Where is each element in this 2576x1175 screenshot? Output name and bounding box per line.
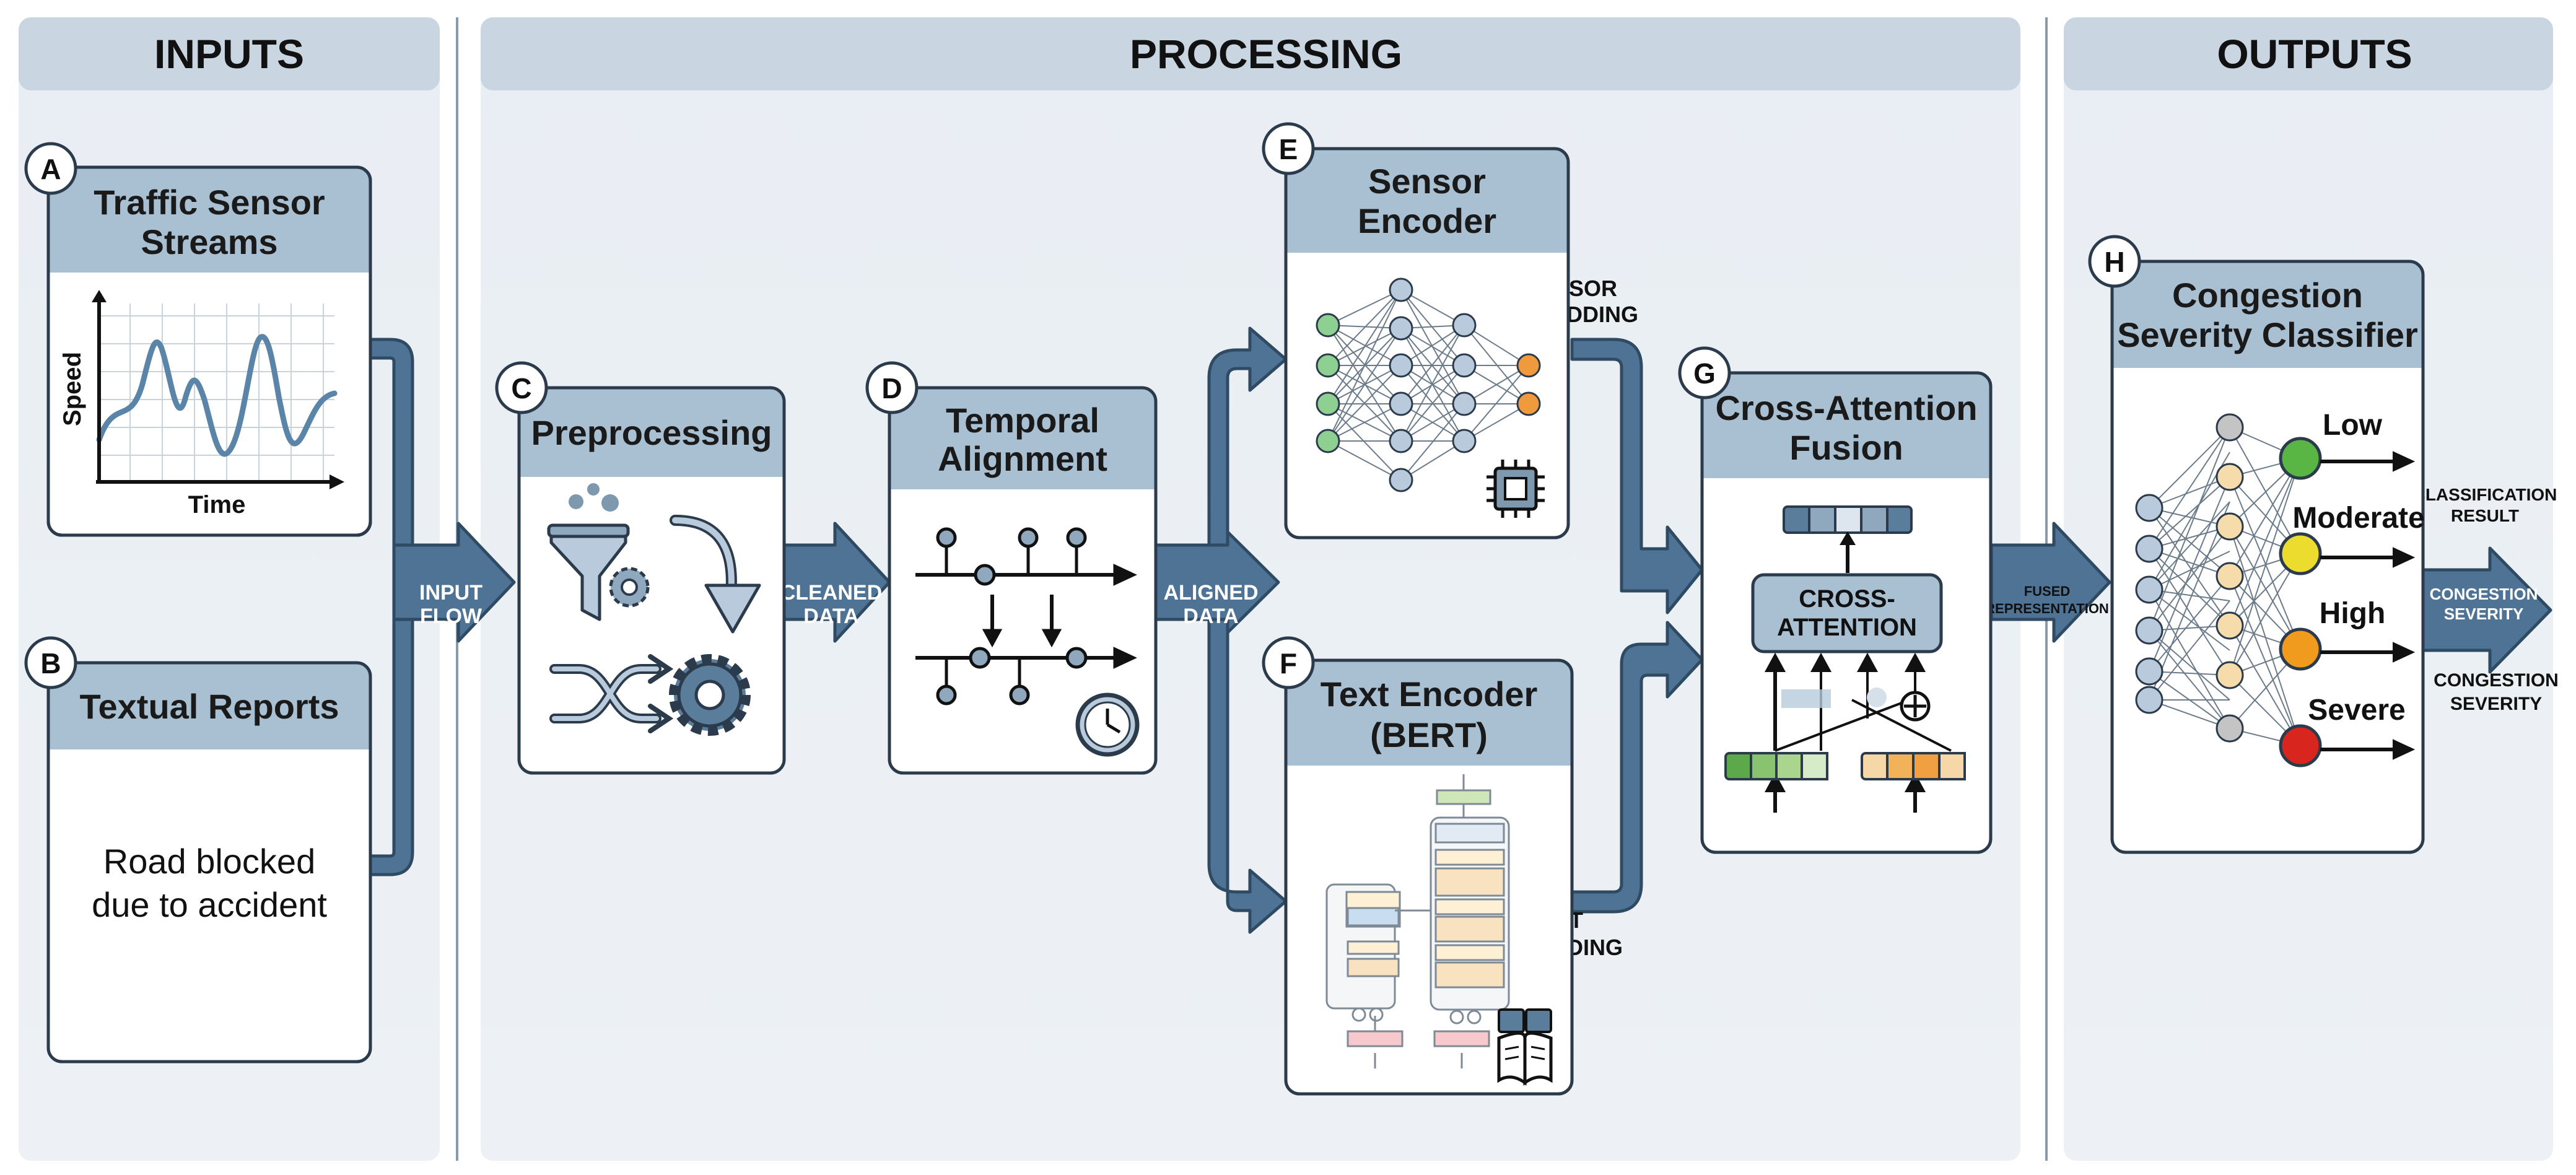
- report-text: due to accident: [92, 885, 327, 924]
- block-f-text-encoder: Text Encoder (BERT): [1262, 636, 1574, 1096]
- cross-attention-module: [1751, 573, 1943, 653]
- large-gear-icon: [669, 654, 751, 736]
- gear-icon: [609, 567, 650, 608]
- congestion-severity-arrow: [2420, 546, 2552, 674]
- translate-book-icon: [1497, 1008, 1553, 1086]
- block-c-title: Preprocessing: [531, 413, 772, 452]
- block-g-letter: G: [1693, 357, 1716, 390]
- fused-representation-label: REPRESENTATION: [1985, 601, 2109, 616]
- y-axis-label: Speed: [59, 352, 86, 426]
- block-e-letter: E: [1279, 133, 1298, 165]
- sensor-neural-net-icon: [1316, 277, 1541, 492]
- block-d-title: Alignment: [938, 439, 1107, 478]
- speed-trace: [96, 334, 338, 457]
- shuffle-icon: [549, 654, 674, 733]
- block-a-title: Traffic Sensor: [94, 183, 325, 222]
- aligned-branch-up: [1207, 326, 1288, 547]
- inputs-header: INPUTS: [154, 31, 304, 77]
- block-f-letter: F: [1280, 647, 1297, 679]
- block-a-title: Streams: [141, 222, 277, 261]
- block-f-title: Text Encoder: [1321, 675, 1538, 714]
- block-h-title: Severity Classifier: [2117, 315, 2418, 354]
- class-high-node: [2279, 627, 2322, 671]
- attention-arrows: [1764, 652, 1952, 813]
- block-f-title: (BERT): [1370, 715, 1488, 754]
- block-e-title: Sensor: [1368, 162, 1486, 201]
- cross-attention-label: ATTENTION: [1777, 614, 1917, 641]
- text-vector-icon: [1861, 752, 1966, 780]
- plus-circle-icon: [1900, 691, 1931, 722]
- block-h-letter: H: [2104, 246, 2124, 278]
- congestion-severity-note: CONGESTION: [2434, 670, 2559, 691]
- attention-weight-shade: [1781, 689, 1831, 708]
- cleaned-data-arrow: [780, 522, 891, 643]
- aligned-data-label: DATA: [1183, 605, 1238, 628]
- block-h-title: Congestion: [2172, 276, 2363, 315]
- class-outputs: Low Moderate High Severe: [2279, 409, 2425, 767]
- cross-attention-label: CROSS-: [1799, 585, 1895, 613]
- clock-icon: [1075, 692, 1140, 757]
- block-e-sensor-encoder: Sensor Encoder: [1262, 122, 1570, 539]
- classification-result-label: RESULT: [2451, 506, 2519, 525]
- block-b-textual-reports: Textual Reports Road blocked due to acci…: [24, 636, 372, 1064]
- block-d-title: Temporal: [946, 401, 1099, 440]
- flow-labels: INPUT FLOW CLEANED DATA ALIGNED DATA SEN…: [419, 276, 2559, 960]
- block-d-temporal-alignment: Temporal Alignment D: [865, 361, 1158, 775]
- attention-point: [1867, 688, 1887, 707]
- congestion-severity-arrow-label: CONGESTION: [2430, 585, 2538, 603]
- class-low-label: Low: [2323, 409, 2383, 442]
- cleaned-data-label: CLEANED: [780, 581, 882, 605]
- fused-representation-label: FUSED: [2024, 583, 2071, 599]
- block-g-title: Fusion: [1789, 428, 1903, 467]
- block-d-letter: D: [881, 372, 902, 404]
- class-low-node: [2279, 437, 2322, 480]
- flow-arrows: [369, 326, 2552, 934]
- input-flow-label: FLOW: [420, 605, 482, 628]
- x-axis-label: Time: [188, 491, 246, 518]
- sensor-vector-icon: [1724, 752, 1828, 780]
- speed-time-chart: Speed Time: [59, 290, 344, 518]
- processing-header: PROCESSING: [1130, 31, 1402, 77]
- classification-result-label: CLASSIFICATION: [2413, 485, 2557, 504]
- input-flow-label: INPUT: [419, 581, 482, 605]
- aligned-branch-down: [1207, 618, 1288, 934]
- block-a-traffic-sensor-streams: Traffic Sensor Streams Speed Time A: [24, 142, 372, 537]
- block-c-preprocessing: Preprocessing C: [495, 361, 786, 775]
- block-h-congestion-severity-classifier: Congestion Severity Classifier: [2088, 235, 2425, 854]
- chip-icon: [1487, 460, 1545, 518]
- class-high-label: High: [2320, 597, 2386, 630]
- funnel-icon: [547, 483, 630, 621]
- timeline-icon: [915, 527, 1137, 705]
- classifier-neural-net-icon: [2135, 413, 2301, 746]
- output-vector-icon: [1783, 505, 1913, 534]
- text-embedding-arrow-shape: [1570, 621, 1704, 914]
- block-g-title: Cross-Attention: [1715, 388, 1977, 427]
- class-severe-label: Severe: [2308, 694, 2405, 727]
- report-text: Road blocked: [103, 842, 315, 881]
- sensor-embedding-arrow: [1570, 338, 1704, 614]
- curved-arrow-icon: [670, 515, 761, 634]
- congestion-severity-note: SEVERITY: [2450, 694, 2542, 714]
- congestion-severity-arrow-label: SEVERITY: [2444, 605, 2524, 623]
- class-moderate-node: [2279, 532, 2322, 575]
- transformer-architecture-icon: [1325, 774, 1510, 1068]
- block-g-cross-attention-fusion: Cross-Attention Fusion CROSS- ATTENTION: [1678, 346, 1993, 854]
- outputs-header: OUTPUTS: [2217, 31, 2412, 77]
- class-severe-node: [2279, 724, 2322, 767]
- fused-representation-arrow: [1989, 522, 2111, 643]
- aligned-data-label: ALIGNED: [1164, 581, 1259, 605]
- block-e-title: Encoder: [1358, 201, 1496, 240]
- block-a-letter: A: [40, 153, 61, 185]
- block-b-letter: B: [40, 647, 61, 679]
- class-moderate-label: Moderate: [2292, 502, 2424, 535]
- block-c-letter: C: [511, 372, 531, 404]
- input-flow-main: [392, 522, 516, 643]
- block-b-title: Textual Reports: [79, 687, 339, 726]
- cleaned-data-label: DATA: [803, 605, 858, 628]
